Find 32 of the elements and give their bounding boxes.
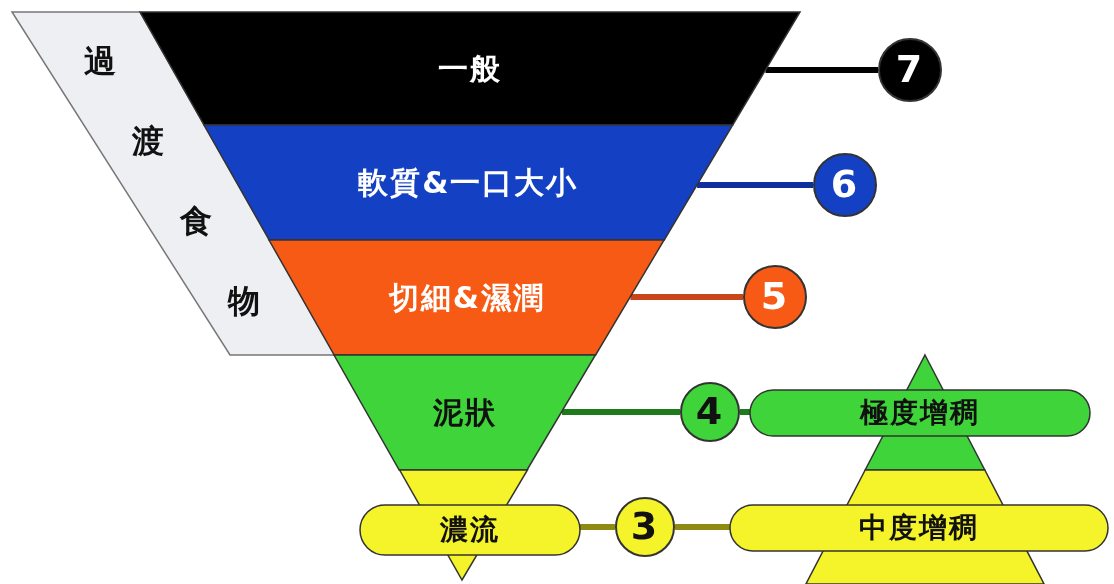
connector-line <box>561 409 680 415</box>
level-label: 中度增稠 <box>858 509 980 546</box>
vertical-label: 過渡食物 <box>83 41 261 322</box>
level-label: 極度增稠 <box>858 394 981 431</box>
thickened-level <box>730 470 1108 584</box>
level-number-circle <box>680 382 740 442</box>
thickened-level <box>750 355 1090 470</box>
level-label: 軟質&一口大小 <box>358 166 579 199</box>
level-number-circle <box>743 265 807 329</box>
connector-line <box>697 182 813 188</box>
level-number: 5 <box>760 276 790 318</box>
level-label: 切細&濕潤 <box>388 281 545 314</box>
level-number: 4 <box>695 391 725 433</box>
level-number-circle <box>615 497 675 557</box>
funnel-level <box>334 355 596 470</box>
level-number-circle <box>813 153 877 217</box>
level-label: 一般 <box>438 52 502 85</box>
connector-line <box>675 524 730 530</box>
level-number: 6 <box>830 164 860 206</box>
funnel-level <box>140 12 800 125</box>
level-number-circle <box>878 38 942 102</box>
connector-line <box>580 524 615 530</box>
slanted-band <box>12 12 335 355</box>
level-number: 7 <box>895 49 925 91</box>
level-number: 3 <box>630 506 660 548</box>
connector-line <box>630 294 743 300</box>
level-label: 濃流 <box>439 511 501 548</box>
funnel-tip-level <box>360 470 580 580</box>
connector-line <box>740 409 750 415</box>
funnel-level <box>269 240 665 355</box>
connector-line <box>765 67 878 73</box>
level-label: 泥狀 <box>433 396 498 429</box>
